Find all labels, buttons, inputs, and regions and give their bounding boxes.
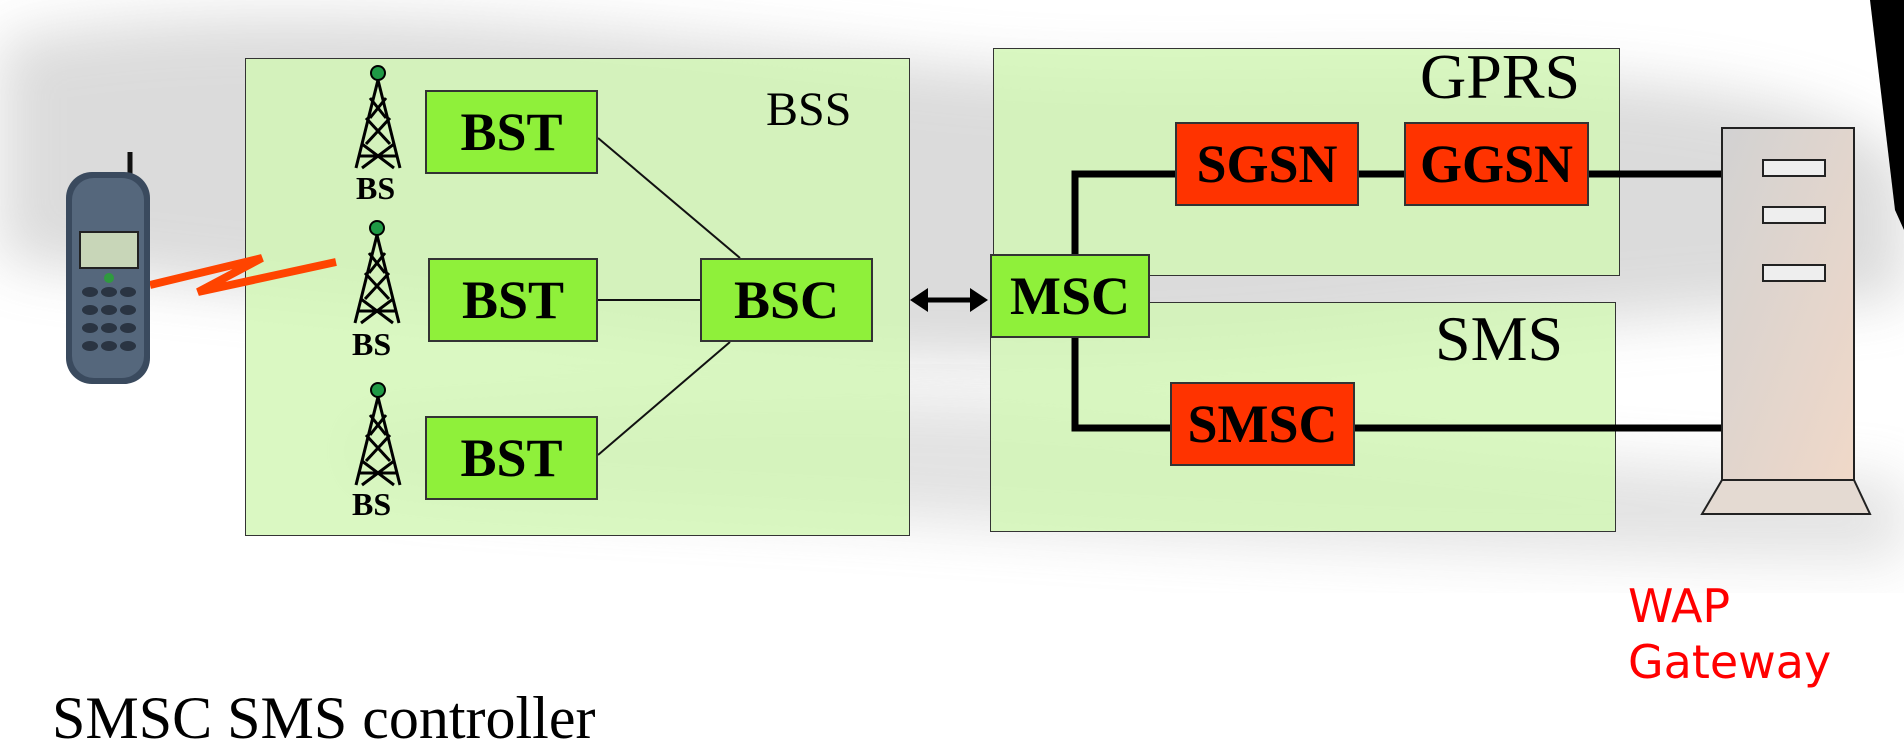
msc-to-sgsn-line <box>1071 170 1178 254</box>
radio-tower-icon <box>354 65 402 170</box>
radio-tower-icon <box>353 220 401 325</box>
msc-node: MSC <box>990 254 1150 338</box>
sms-label: SMS <box>1435 303 1564 374</box>
bs-label-top: BS <box>356 170 396 206</box>
wap-gateway-label-line2: Gateway <box>1628 635 1832 689</box>
gprs-label: GPRS <box>1420 41 1581 112</box>
bs-label-mid: BS <box>352 326 392 362</box>
bst-node-top: BST <box>425 90 598 174</box>
bs-label-bot: BS <box>352 486 392 522</box>
smsc-node: SMSC <box>1170 382 1355 466</box>
bidirectional-arrow-icon <box>910 288 988 312</box>
radio-signal-icon <box>149 254 337 296</box>
bst-node-bot: BST <box>425 416 598 500</box>
connections <box>66 65 1872 515</box>
sgsn-node: SGSN <box>1175 122 1359 206</box>
bst-node-mid: BST <box>428 258 598 342</box>
bst-top-to-bsc-line <box>597 137 741 259</box>
bst-bot-to-bsc-line <box>597 341 731 456</box>
msc-to-smsc-line <box>1071 338 1172 432</box>
mobile-phone-icon <box>66 152 150 384</box>
wap-gateway-label: WAP Gateway <box>1628 578 1831 690</box>
wap-gateway-label-line1: WAP <box>1628 579 1731 633</box>
footer-text: SMSC SMS controller <box>52 685 596 751</box>
bss-label: BSS <box>766 83 852 136</box>
ggsn-node: GGSN <box>1404 122 1589 206</box>
server-tower-icon <box>1700 127 1872 515</box>
radio-tower-icon <box>354 382 402 487</box>
bsc-node: BSC <box>700 258 873 342</box>
